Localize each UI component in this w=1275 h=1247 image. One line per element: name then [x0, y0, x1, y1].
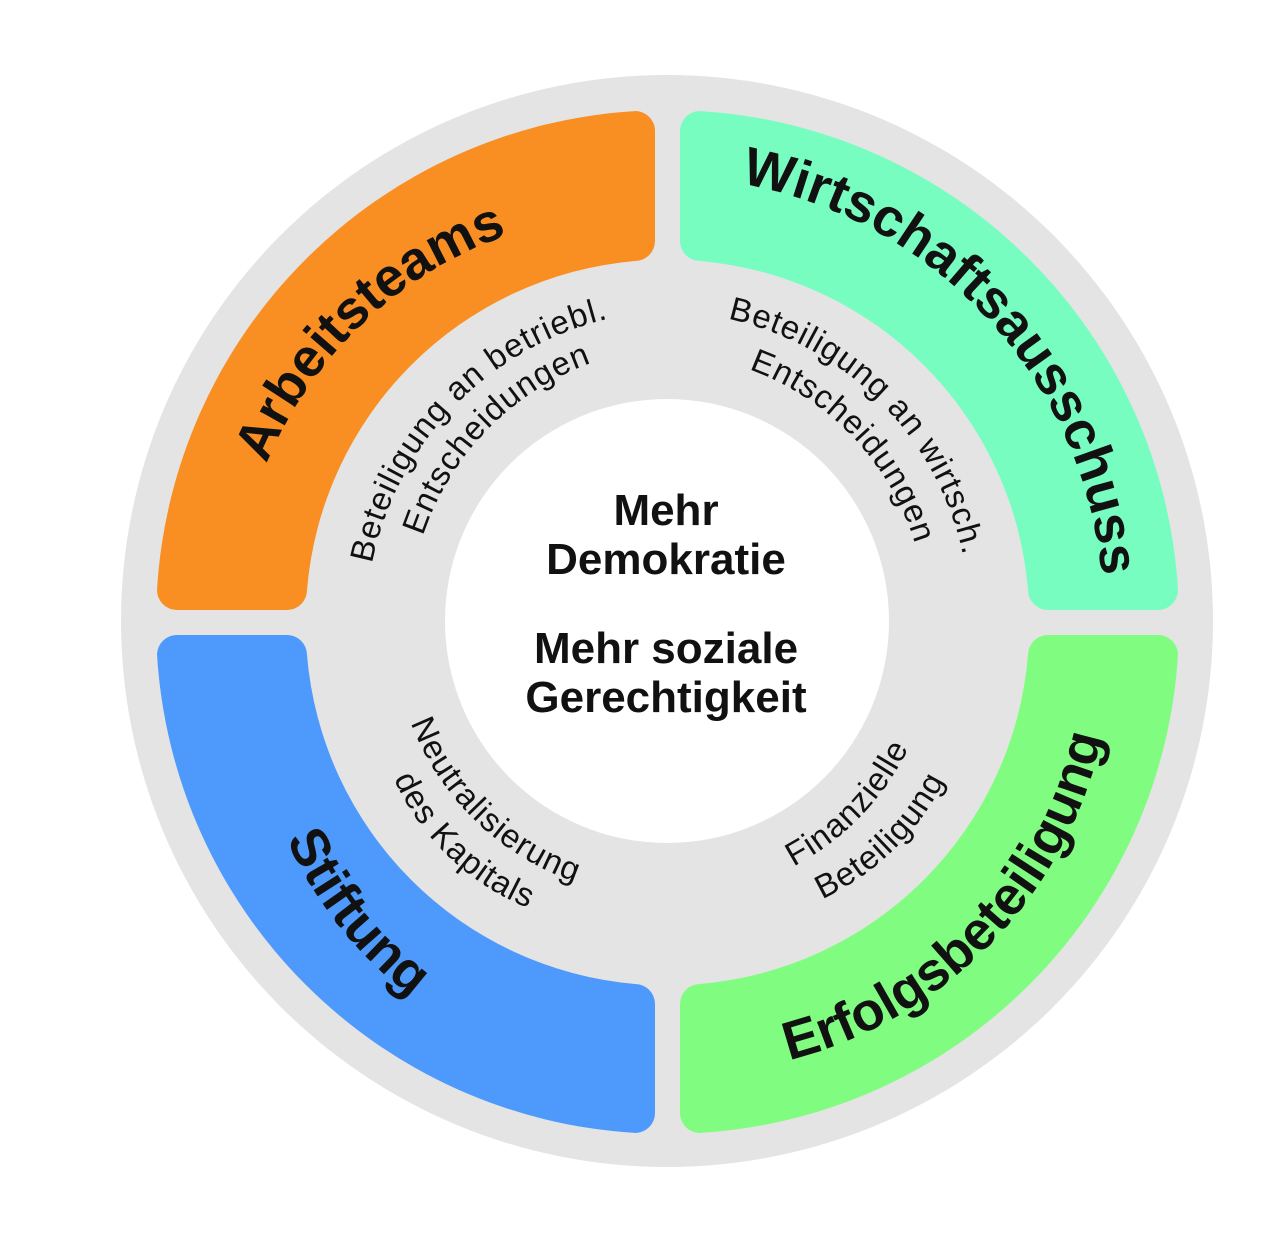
- center-circle: [445, 399, 889, 843]
- segment-wirtschaftsausschuss[interactable]: [680, 111, 1178, 610]
- center-line-gerechtigkeit: Gerechtigkeit: [525, 673, 807, 722]
- center-line-demokratie: Demokratie: [546, 535, 786, 584]
- center-line-mehr: Mehr: [613, 486, 718, 535]
- segment-arbeitsteams[interactable]: [157, 111, 655, 610]
- center-line-mehr-soziale: Mehr soziale: [534, 624, 798, 673]
- segment-erfolgsbeteiligung[interactable]: [680, 635, 1178, 1133]
- segment-stiftung[interactable]: [157, 635, 655, 1133]
